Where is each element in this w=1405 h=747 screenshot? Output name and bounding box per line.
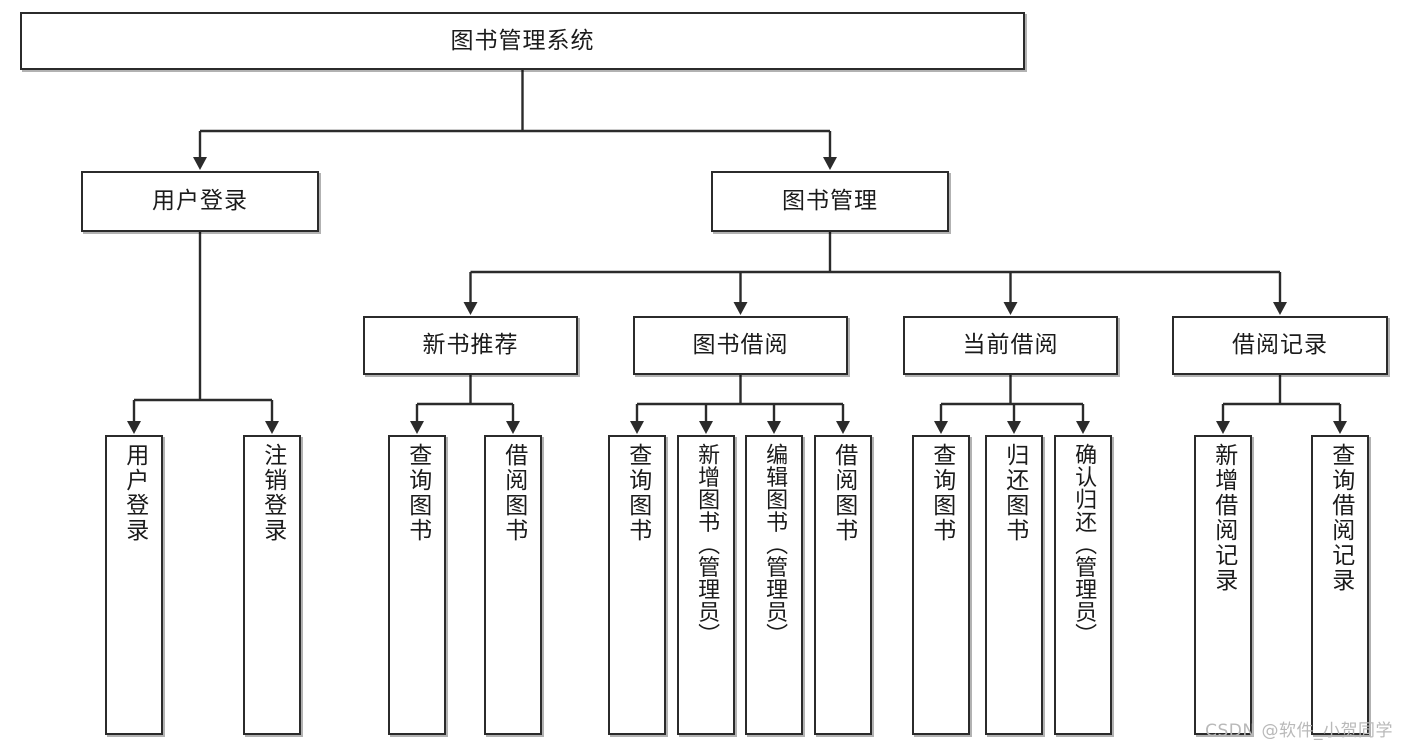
node-leaf-login: 用户登录: [105, 435, 163, 735]
arrowhead-icon: [823, 157, 837, 170]
arrowhead-icon: [410, 421, 424, 434]
node-book-manage: 图书管理: [711, 171, 949, 232]
arrowhead-icon: [265, 421, 279, 434]
node-label: 新增借阅记录: [1210, 443, 1237, 593]
node-root: 图书管理系统: [20, 12, 1025, 70]
node-label: 借阅图书: [500, 443, 527, 543]
node-label: 查询图书: [624, 443, 651, 543]
node-leaf-cb-confirm: 确认归还（管理员）: [1054, 435, 1112, 735]
node-leaf-br-add: 新增借阅记录: [1194, 435, 1252, 735]
node-label: 借阅图书: [830, 443, 857, 543]
arrowhead-icon: [767, 421, 781, 434]
node-label: 图书借阅: [692, 332, 789, 359]
node-label: 图书管理: [782, 188, 878, 215]
node-label: 确认归还（管理员）: [1071, 443, 1097, 646]
arrowhead-icon: [127, 421, 141, 434]
arrowhead-icon: [934, 421, 948, 434]
arrowhead-icon: [1333, 421, 1347, 434]
node-label: 注销登录: [259, 443, 286, 543]
node-leaf-cb-query: 查询图书: [912, 435, 970, 735]
node-book-borrow: 图书借阅: [633, 316, 848, 375]
node-leaf-bb-borrow: 借阅图书: [814, 435, 872, 735]
node-label: 用户登录: [121, 443, 148, 543]
node-leaf-rec-borrow: 借阅图书: [484, 435, 542, 735]
node-leaf-logout: 注销登录: [243, 435, 301, 735]
arrowhead-icon: [1003, 302, 1018, 315]
arrowhead-icon: [733, 302, 748, 315]
node-leaf-br-query: 查询借阅记录: [1311, 435, 1369, 735]
node-label: 编辑图书（管理员）: [762, 443, 788, 646]
arrowhead-icon: [463, 302, 478, 315]
node-label: 图书管理系统: [450, 27, 595, 54]
node-leaf-rec-query: 查询图书: [388, 435, 446, 735]
node-label: 查询图书: [928, 443, 955, 543]
arrowhead-icon: [630, 421, 644, 434]
node-borrow-record: 借阅记录: [1172, 316, 1388, 375]
node-label: 用户登录: [152, 188, 248, 215]
node-label: 新增图书（管理员）: [694, 443, 720, 646]
node-label: 借阅记录: [1232, 332, 1328, 359]
node-label: 查询借阅记录: [1327, 443, 1354, 593]
arrowhead-icon: [699, 421, 713, 434]
node-new-book-rec: 新书推荐: [363, 316, 578, 375]
node-user-login: 用户登录: [81, 171, 319, 232]
node-label: 当前借阅: [962, 332, 1059, 359]
arrowhead-icon: [1216, 421, 1230, 434]
node-leaf-bb-add: 新增图书（管理员）: [677, 435, 735, 735]
node-label: 新书推荐: [422, 332, 519, 359]
node-current-borrow: 当前借阅: [903, 316, 1118, 375]
node-label: 查询图书: [404, 443, 431, 543]
arrowhead-icon: [1076, 421, 1090, 434]
node-label: 归还图书: [1001, 443, 1028, 543]
watermark: CSDN @软件_小贺同学: [1205, 721, 1393, 741]
arrowhead-icon: [1007, 421, 1021, 434]
arrowhead-icon: [193, 157, 207, 170]
node-leaf-bb-edit: 编辑图书（管理员）: [745, 435, 803, 735]
arrowhead-icon: [506, 421, 520, 434]
arrowhead-icon: [1273, 302, 1287, 315]
node-leaf-cb-return: 归还图书: [985, 435, 1043, 735]
node-leaf-bb-query: 查询图书: [608, 435, 666, 735]
arrowhead-icon: [836, 421, 850, 434]
